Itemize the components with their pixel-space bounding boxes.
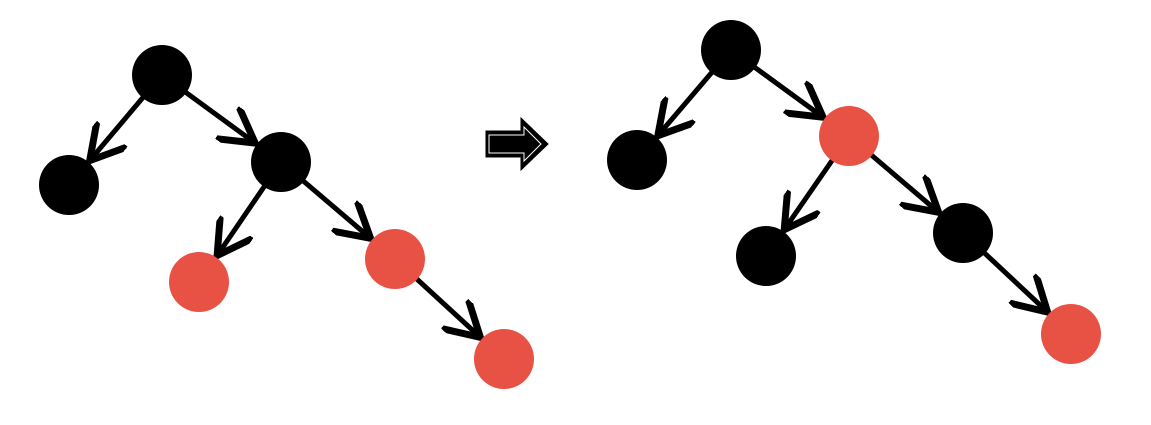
edge-right-to-right-right [867,151,938,212]
node-left-black [607,130,667,190]
node-right-left-red [169,252,229,312]
node-root-black [132,45,192,105]
node-right-right-right-red [474,329,534,389]
node-right-right-red [365,229,425,289]
node-root-black [701,20,761,80]
node-left-black [39,155,99,215]
edge-right-to-right-right [299,177,370,238]
node-right-right-black [933,203,993,263]
edge-right-to-right-left [784,156,836,230]
node-right-red [819,106,879,166]
edge-root-to-left [658,68,716,135]
right-arrow-icon [485,116,549,172]
node-right-left-black [736,226,796,286]
tree-after [607,20,1101,364]
edge-root-to-right [182,89,256,144]
edge-root-to-right [751,64,824,118]
tree-before [39,45,534,389]
node-right-black [251,132,311,192]
edge-right-right-to-right-right-right [413,275,481,338]
node-right-right-right-red [1041,304,1101,364]
edge-right-right-to-right-right-right [981,249,1048,312]
edge-right-to-right-left [217,182,268,256]
edge-root-to-left [90,93,147,160]
